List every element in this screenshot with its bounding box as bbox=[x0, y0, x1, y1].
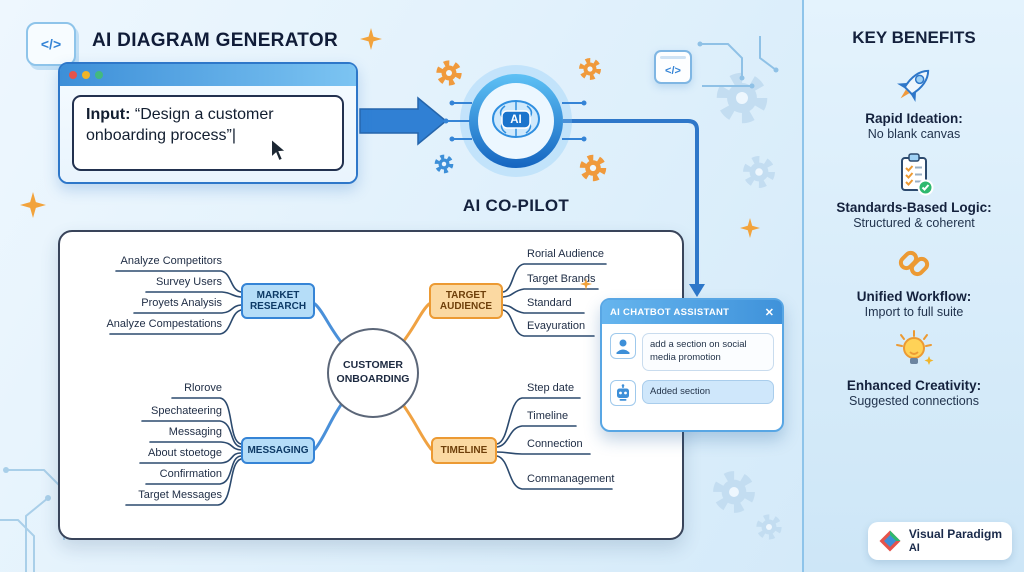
chatbot-title: AI CHATBOT ASSISTANT bbox=[610, 306, 730, 318]
mindmap-leaf: Analyze Competitors bbox=[120, 255, 223, 267]
chatbot-panel: AI CHATBOT ASSISTANT ✕ add a section on … bbox=[600, 298, 784, 432]
benefit-title: Rapid Ideation: bbox=[865, 111, 963, 126]
mindmap-leaf: Connection bbox=[527, 438, 583, 450]
chatbot-titlebar: AI CHATBOT ASSISTANT ✕ bbox=[602, 300, 782, 324]
mindmap-leaf: Step date bbox=[527, 382, 575, 394]
chat-message-row: add a section on social media promotion bbox=[610, 333, 774, 371]
mindmap-center-node: CUSTOMER ONBOARDING bbox=[327, 328, 419, 418]
benefit-title: Unified Workflow: bbox=[856, 289, 972, 304]
mindmap-leaf: Timeline bbox=[527, 410, 569, 422]
benefit-desc: No blank canvas bbox=[867, 127, 961, 141]
rocket-icon bbox=[897, 69, 930, 102]
mindmap-leaf: Evayuration bbox=[527, 320, 586, 332]
mindmap-leaf: Standard bbox=[527, 297, 572, 309]
gear-icon bbox=[437, 157, 451, 171]
benefit-desc: Structured & coherent bbox=[853, 216, 975, 230]
mindmap-branch-market-research: MARKET RESEARCH bbox=[241, 283, 315, 319]
benefit-item-unified-workflow: Unified Workflow: Import to full suite bbox=[856, 240, 972, 319]
copilot-label: AI CO-PILOT bbox=[462, 196, 570, 215]
input-window: Input: “Design a customer onboarding pro… bbox=[58, 62, 358, 184]
faded-gear-icon bbox=[759, 517, 779, 537]
mindmap-leaf: Proyets Analysis bbox=[141, 297, 222, 309]
checklist-icon bbox=[901, 153, 934, 196]
brand-sub: AI bbox=[908, 542, 920, 554]
window-body: Input: “Design a customer onboarding pro… bbox=[60, 86, 356, 182]
window-minimize-dot bbox=[82, 71, 90, 79]
chat-message-row: Added section bbox=[610, 379, 774, 406]
sidebar-title: KEY BENEFITS bbox=[852, 28, 976, 47]
code-window-icon: </> bbox=[26, 22, 76, 66]
faded-gear-icon bbox=[718, 476, 750, 508]
window-close-dot bbox=[69, 71, 77, 79]
mindmap-leaf: Survey Users bbox=[155, 276, 222, 288]
mindmap-leaf: Analyze Compestations bbox=[106, 318, 222, 330]
mindmap-leaf: Rlorove bbox=[184, 382, 222, 394]
gear-icon bbox=[583, 158, 603, 178]
mindmap-leaf: Rorial Audience bbox=[527, 248, 605, 260]
benefit-desc: Suggested connections bbox=[849, 394, 979, 408]
gear-icon bbox=[439, 63, 459, 83]
sparkle-icon bbox=[20, 192, 46, 218]
mini-code-window-icon: </> bbox=[654, 50, 692, 84]
chat-bubble-bot: Added section bbox=[642, 379, 774, 405]
chat-bubble-user: add a section on social media promotion bbox=[642, 333, 774, 371]
gear-icon bbox=[582, 61, 599, 78]
mindmap-leaf: Messaging bbox=[168, 426, 222, 438]
input-text: “Design a customer onboarding process” bbox=[86, 106, 274, 145]
mindmap-branch-messaging: MESSAGING bbox=[241, 437, 315, 464]
input-label: Input: bbox=[86, 106, 131, 123]
visual-paradigm-logo-icon bbox=[879, 530, 901, 552]
prompt-input[interactable]: Input: “Design a customer onboarding pro… bbox=[72, 95, 344, 171]
chatbot-messages: add a section on social media promotion … bbox=[602, 324, 782, 415]
text-caret: | bbox=[231, 127, 237, 145]
page-title: AI DIAGRAM GENERATOR bbox=[92, 30, 338, 51]
brand-name: Visual Paradigm bbox=[908, 527, 1002, 542]
mindmap-branch-target-audience: TARGET AUDIENCE bbox=[429, 283, 503, 319]
mindmap-leaf: Commanagement bbox=[527, 473, 615, 485]
robot-icon bbox=[617, 383, 629, 401]
mindmap-branch-timeline: TIMELINE bbox=[431, 437, 497, 464]
arrowhead bbox=[689, 284, 705, 297]
faded-gear-icon bbox=[747, 160, 772, 185]
mindmap-leaf: Spechateering bbox=[151, 405, 222, 417]
user-avatar bbox=[610, 333, 636, 359]
faded-gear-icon bbox=[722, 78, 761, 117]
benefit-title: Enhanced Creativity: bbox=[846, 378, 982, 393]
benefit-item-rapid-ideation: Rapid Ideation: No blank canvas bbox=[865, 62, 963, 141]
close-icon[interactable]: ✕ bbox=[764, 306, 774, 319]
code-glyph: </> bbox=[665, 65, 681, 77]
mouse-cursor-icon bbox=[270, 138, 288, 162]
bot-avatar bbox=[610, 379, 636, 406]
circuit-lines bbox=[700, 36, 777, 87]
ai-badge: AI bbox=[510, 113, 522, 126]
sparkle-icon bbox=[740, 218, 760, 238]
brand-text: Visual Paradigm AI bbox=[908, 527, 1002, 554]
key-benefits-sidebar: KEY BENEFITS Rapid Ideation: No blank ca… bbox=[802, 0, 1024, 572]
mindmap-leaf: Confirmation bbox=[159, 468, 222, 480]
mindmap-leaf: About stoetoge bbox=[147, 447, 222, 459]
benefit-item-standards-logic: Standards-Based Logic: Structured & cohe… bbox=[836, 151, 992, 230]
sparkle-icon bbox=[360, 28, 382, 50]
person-icon bbox=[616, 339, 630, 354]
window-titlebar bbox=[60, 64, 356, 86]
flow-arrow bbox=[359, 96, 448, 146]
chain-icon bbox=[898, 250, 930, 277]
benefit-title: Standards-Based Logic: bbox=[836, 200, 992, 215]
benefit-desc: Import to full suite bbox=[864, 305, 964, 319]
window-maximize-dot bbox=[95, 71, 103, 79]
code-glyph: </> bbox=[40, 36, 62, 52]
mindmap-leaf: Target Messages bbox=[138, 489, 222, 501]
benefit-item-enhanced-creativity: Enhanced Creativity: Suggested connectio… bbox=[847, 329, 981, 408]
lightbulb-icon bbox=[895, 330, 934, 365]
circuit-lines bbox=[0, 469, 65, 572]
brand-logo: Visual Paradigm AI bbox=[867, 522, 1012, 560]
